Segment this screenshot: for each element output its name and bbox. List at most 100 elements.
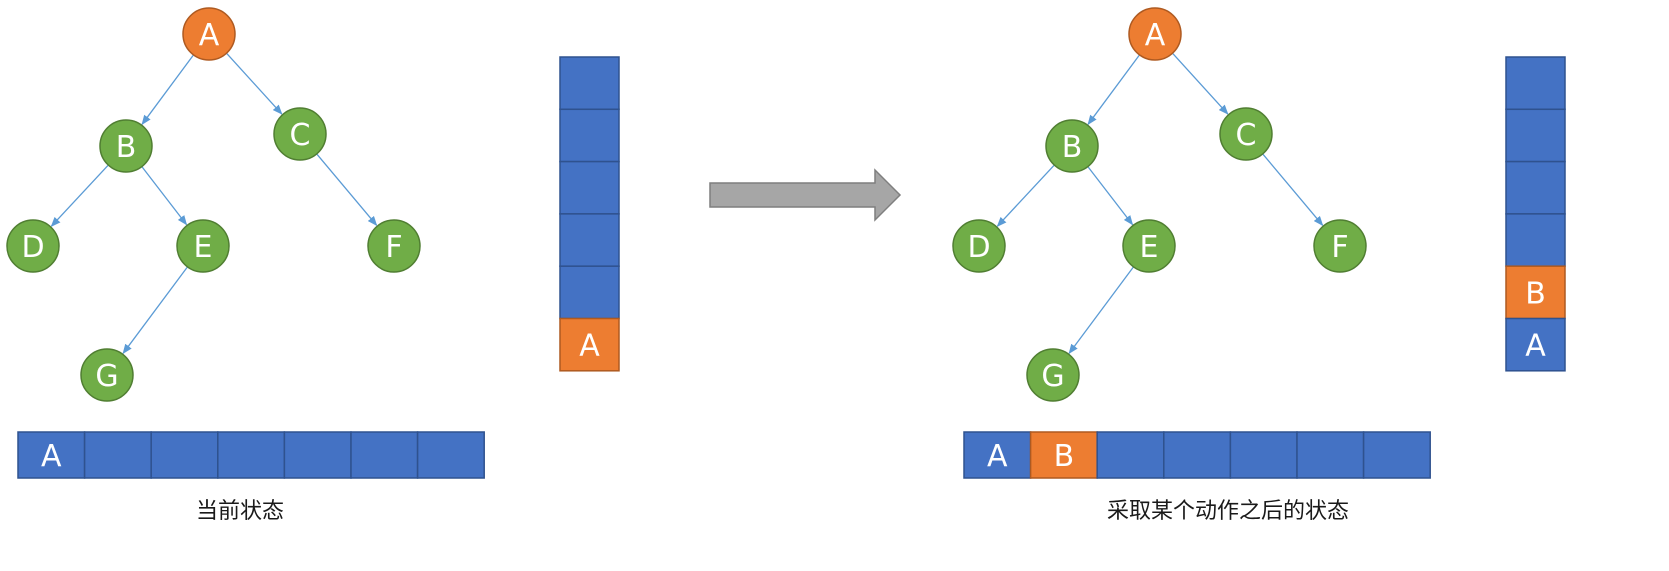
left-queue-cell-label: A <box>41 439 62 474</box>
left-node-C-circle <box>273 107 327 161</box>
right-edge-A-B <box>1087 54 1141 126</box>
left-queue-cell <box>283 431 352 479</box>
left-node-A-circle <box>182 7 236 61</box>
right-queue-cell <box>1096 431 1165 479</box>
right-node-D-label: D <box>967 230 990 265</box>
right-node-C-label: C <box>1236 118 1257 153</box>
right-stack-cell-label: A <box>1525 329 1546 364</box>
left-node-F-circle <box>367 219 421 273</box>
right-stack-cell-label: B <box>1525 276 1546 311</box>
left-stack-cell <box>559 160 620 215</box>
right-tree: A B C D E F G <box>952 7 1367 402</box>
left-edge-A-B <box>141 54 195 126</box>
right-node-B-label: B <box>1062 130 1083 165</box>
right-node-F-label: F <box>1331 230 1348 265</box>
right-node-G-label: G <box>1041 359 1064 394</box>
left-stack-cell <box>559 213 620 267</box>
left-stack-cell <box>559 108 620 163</box>
right-node-A: A <box>1128 7 1182 61</box>
right-node-A-circle <box>1128 7 1182 61</box>
left-stack-cell-label: A <box>579 329 600 364</box>
left-tree-edges <box>50 52 378 355</box>
left-queue-cell <box>416 431 485 479</box>
left-queue-cell <box>350 431 419 479</box>
right-node-B-circle <box>1045 119 1099 173</box>
right-node-D-circle <box>952 219 1006 273</box>
right-node-E-circle <box>1122 219 1176 273</box>
right-queue-cell <box>963 431 1032 479</box>
right-edge-B-E <box>1087 166 1134 226</box>
left-stack-cell <box>559 317 620 372</box>
right-stack-cell <box>1505 56 1566 111</box>
right-node-D: D <box>952 219 1006 273</box>
right-edge-E-G <box>1068 266 1134 355</box>
left-edge-A-C <box>226 52 283 115</box>
left-queue-cell <box>83 431 152 479</box>
right-tree-edges <box>996 52 1324 355</box>
left-queue-cell <box>150 431 219 479</box>
right-edge-B-D <box>996 164 1055 227</box>
right-node-E-label: E <box>1140 230 1159 265</box>
left-node-B-circle <box>99 119 153 173</box>
left-panel: A B C D E F G A A 当前状态 <box>6 7 620 524</box>
left-stack: A <box>559 56 620 372</box>
left-node-B: B <box>99 119 153 173</box>
right-queue-cell <box>1296 431 1365 479</box>
right-node-F-circle <box>1313 219 1367 273</box>
right-stack-cell <box>1505 265 1566 320</box>
right-queue-cell <box>1229 431 1298 479</box>
right-node-G-circle <box>1026 348 1080 402</box>
right-node-A-label: A <box>1145 18 1166 53</box>
left-node-F-label: F <box>385 230 402 265</box>
right-queue-cell <box>1163 431 1232 479</box>
right-node-E: E <box>1122 219 1176 273</box>
right-stack-cell <box>1505 160 1566 215</box>
left-node-C: C <box>273 107 327 161</box>
left-node-G-label: G <box>95 359 118 394</box>
left-queue-cell <box>217 431 286 479</box>
left-node-D-circle <box>6 219 60 273</box>
left-caption: 当前状态 <box>196 499 284 524</box>
right-queue-cell-label: B <box>1054 439 1075 474</box>
left-node-D-label: D <box>21 230 44 265</box>
right-stack-cell <box>1505 108 1566 163</box>
right-node-C-circle <box>1219 107 1273 161</box>
right-stack-cell <box>1505 213 1566 267</box>
left-node-C-label: C <box>290 118 311 153</box>
right-queue-cell <box>1362 431 1431 479</box>
left-node-G: G <box>80 348 134 402</box>
left-node-B-label: B <box>116 130 137 165</box>
right-edge-C-F <box>1262 153 1324 227</box>
left-tree-nodes: A B C D E F G <box>6 7 421 402</box>
left-edge-E-G <box>122 266 188 355</box>
left-node-A: A <box>182 7 236 61</box>
right-queue-cell <box>1029 431 1098 479</box>
left-queue: A <box>17 431 485 479</box>
right-node-C: C <box>1219 107 1273 161</box>
left-node-E: E <box>176 219 230 273</box>
left-stack-cell <box>559 265 620 320</box>
right-stack: BA <box>1505 56 1566 372</box>
right-node-F: F <box>1313 219 1367 273</box>
right-tree-nodes: A B C D E F G <box>952 7 1367 402</box>
left-edge-B-E <box>141 166 188 226</box>
left-node-G-circle <box>80 348 134 402</box>
right-node-B: B <box>1045 119 1099 173</box>
left-node-A-label: A <box>199 18 220 53</box>
left-stack-cell <box>559 56 620 111</box>
right-edge-A-C <box>1172 52 1229 115</box>
left-node-D: D <box>6 219 60 273</box>
left-node-E-label: E <box>194 230 213 265</box>
left-node-F: F <box>367 219 421 273</box>
left-edge-C-F <box>316 153 378 227</box>
right-queue-cell-label: A <box>987 439 1008 474</box>
right-stack-cell <box>1505 317 1566 372</box>
transition-arrow <box>709 168 902 222</box>
left-tree: A B C D E F G <box>6 7 421 402</box>
right-caption: 采取某个动作之后的状态 <box>1107 499 1349 524</box>
left-node-E-circle <box>176 219 230 273</box>
left-edge-B-D <box>50 164 109 227</box>
